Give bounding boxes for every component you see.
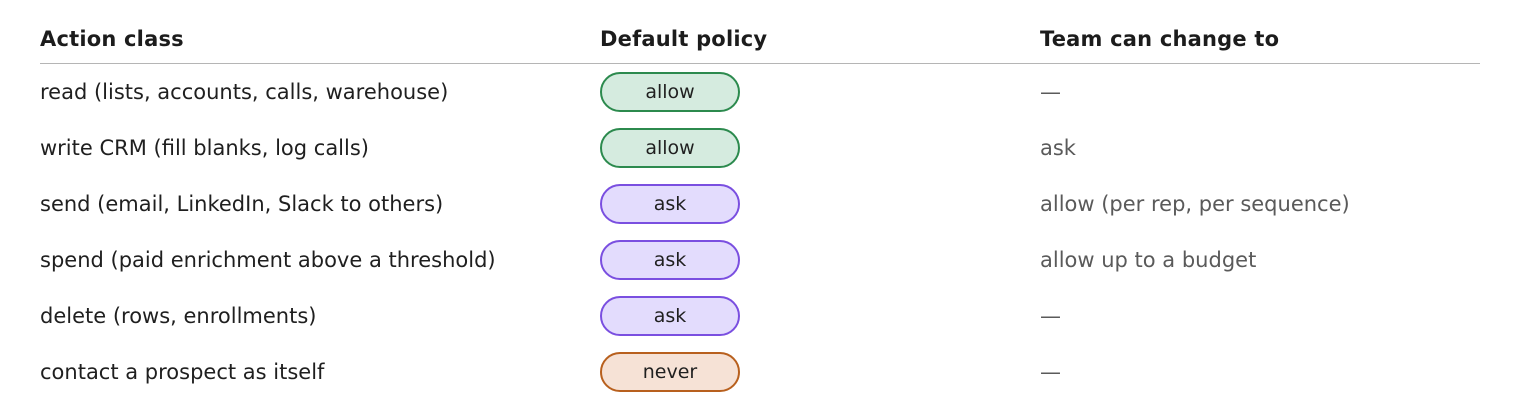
header-default-policy: Default policy — [600, 27, 768, 51]
action-class-cell: write CRM (fill blanks, log calls) — [40, 136, 369, 160]
default-policy-cell: allow — [600, 120, 740, 176]
default-policy-cell: ask — [600, 288, 740, 344]
header-team-can-change-to: Team can change to — [1040, 27, 1280, 51]
action-class-cell: read (lists, accounts, calls, warehouse) — [40, 80, 449, 104]
policy-badge: ask — [600, 184, 740, 224]
action-class-cell: contact a prospect as itself — [40, 360, 325, 384]
default-policy-cell: ask — [600, 232, 740, 288]
header-action-class: Action class — [40, 27, 184, 51]
team-change-cell: — — [1040, 80, 1061, 104]
team-change-cell: ask — [1040, 136, 1076, 160]
table-row: delete (rows, enrollments) ask — — [40, 288, 1480, 344]
action-class-cell: delete (rows, enrollments) — [40, 304, 317, 328]
team-change-cell: allow up to a budget — [1040, 248, 1257, 272]
default-policy-cell: never — [600, 344, 740, 400]
policy-badge: allow — [600, 128, 740, 168]
table-row: read (lists, accounts, calls, warehouse)… — [40, 64, 1480, 120]
default-policy-cell: allow — [600, 64, 740, 120]
default-policy-cell: ask — [600, 176, 740, 232]
policy-badge: allow — [600, 72, 740, 112]
policy-badge: never — [600, 352, 740, 392]
table-row: spend (paid enrichment above a threshold… — [40, 232, 1480, 288]
table-row: send (email, LinkedIn, Slack to others) … — [40, 176, 1480, 232]
policy-badge: ask — [600, 240, 740, 280]
table-header: Action class Default policy Team can cha… — [40, 0, 1480, 64]
team-change-cell: — — [1040, 304, 1061, 328]
policy-table: Action class Default policy Team can cha… — [40, 0, 1480, 400]
action-class-cell: send (email, LinkedIn, Slack to others) — [40, 192, 444, 216]
policy-badge: ask — [600, 296, 740, 336]
team-change-cell: allow (per rep, per sequence) — [1040, 192, 1350, 216]
action-class-cell: spend (paid enrichment above a threshold… — [40, 248, 496, 272]
team-change-cell: — — [1040, 360, 1061, 384]
table-row: contact a prospect as itself never — — [40, 344, 1480, 400]
table-row: write CRM (fill blanks, log calls) allow… — [40, 120, 1480, 176]
